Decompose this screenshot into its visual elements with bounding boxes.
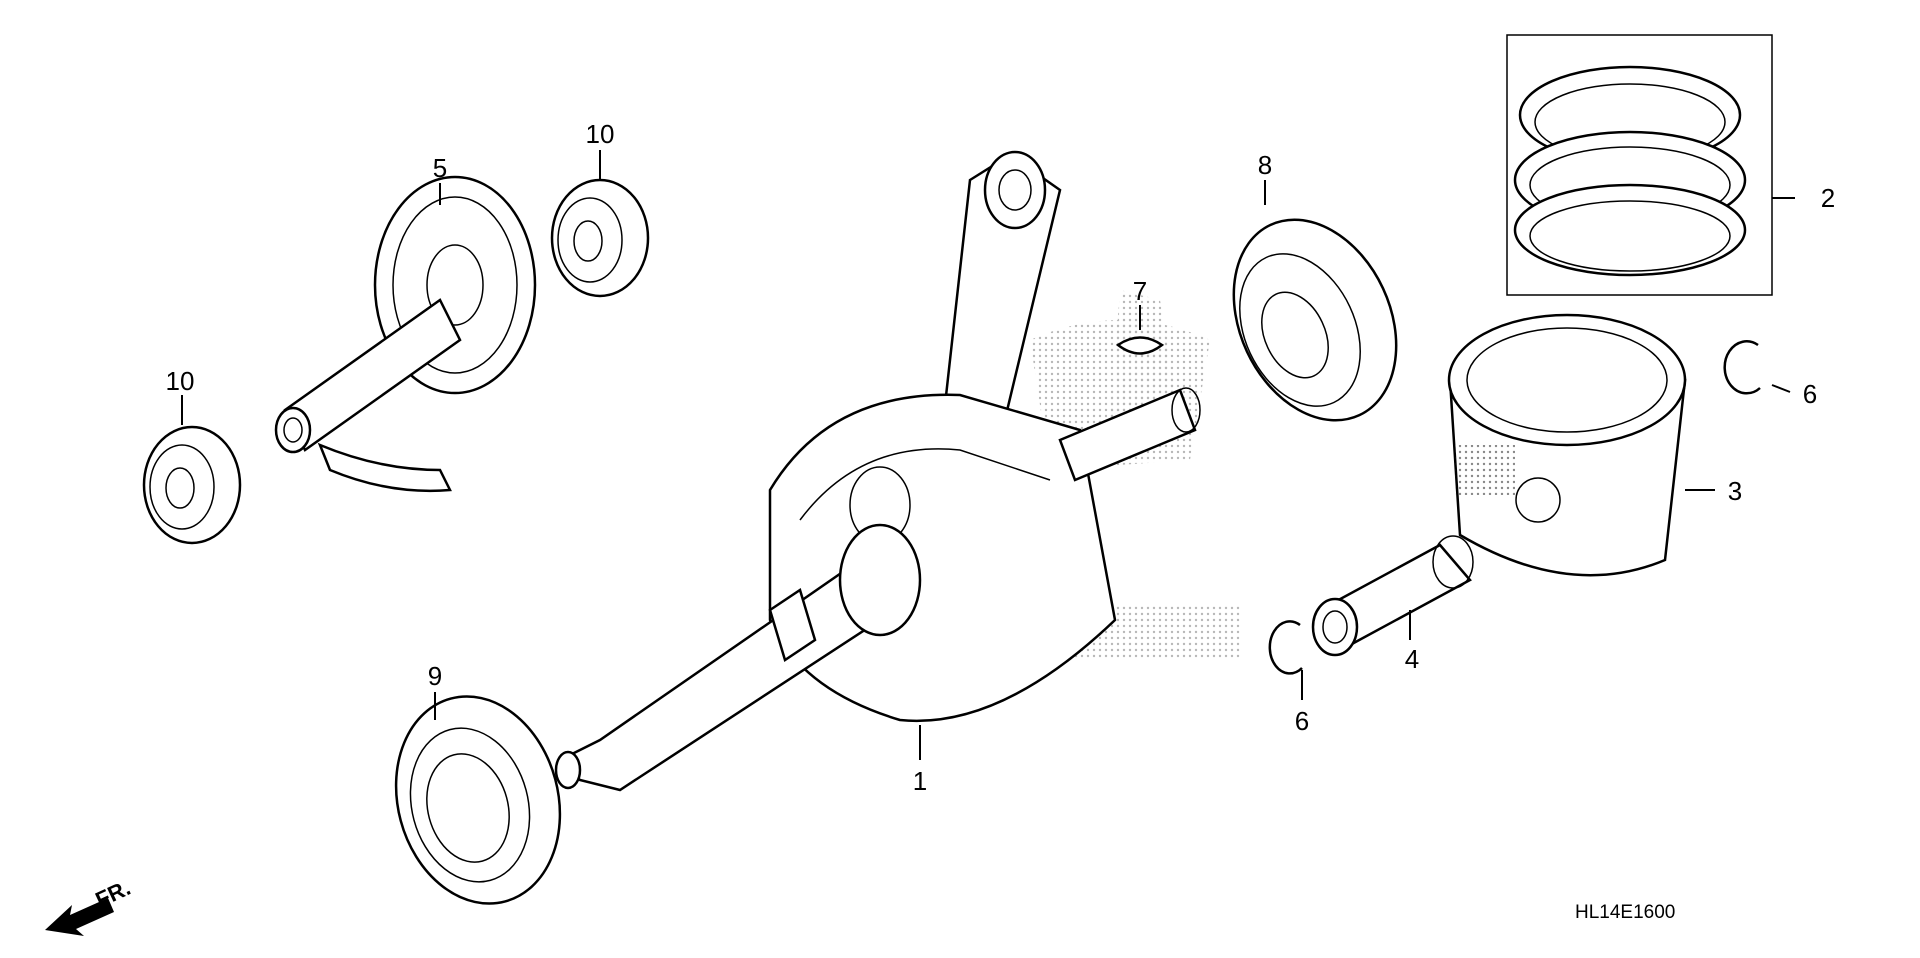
piston-pin-clip[interactable] bbox=[1723, 340, 1761, 395]
piston-pin[interactable] bbox=[1311, 535, 1474, 657]
leader-lines bbox=[181, 150, 1795, 760]
woodruff-key[interactable] bbox=[1115, 336, 1165, 355]
callout-2: 2 bbox=[1821, 183, 1835, 213]
callout-3: 3 bbox=[1728, 476, 1742, 506]
crankshaft-connecting-rod[interactable] bbox=[554, 150, 1201, 792]
callout-5: 5 bbox=[433, 153, 447, 183]
balancer-shaft[interactable] bbox=[274, 175, 537, 493]
piston-ring-set[interactable] bbox=[1506, 34, 1773, 296]
callout-4: 4 bbox=[1405, 644, 1419, 674]
callout-10-lower: 10 bbox=[166, 366, 195, 396]
balancer-bearing-upper[interactable] bbox=[550, 178, 650, 298]
callout-6-right: 6 bbox=[1803, 379, 1817, 409]
diagram-code: HL14E1600 bbox=[1575, 902, 1675, 923]
callout-1: 1 bbox=[913, 766, 927, 796]
radial-ball-bearing[interactable] bbox=[1203, 193, 1428, 447]
balancer-bearing-lower[interactable] bbox=[142, 425, 242, 545]
callout-6-lower: 6 bbox=[1295, 706, 1309, 736]
callout-8: 8 bbox=[1258, 150, 1272, 180]
front-direction-arrow: FR. bbox=[45, 875, 134, 936]
piston[interactable] bbox=[1447, 313, 1687, 577]
piston-pin-clip-2[interactable] bbox=[1268, 620, 1303, 675]
callout-9: 9 bbox=[428, 661, 442, 691]
oil-seal-bearing[interactable] bbox=[374, 678, 583, 922]
callout-7: 7 bbox=[1133, 276, 1147, 306]
callout-10-upper: 10 bbox=[586, 119, 615, 149]
